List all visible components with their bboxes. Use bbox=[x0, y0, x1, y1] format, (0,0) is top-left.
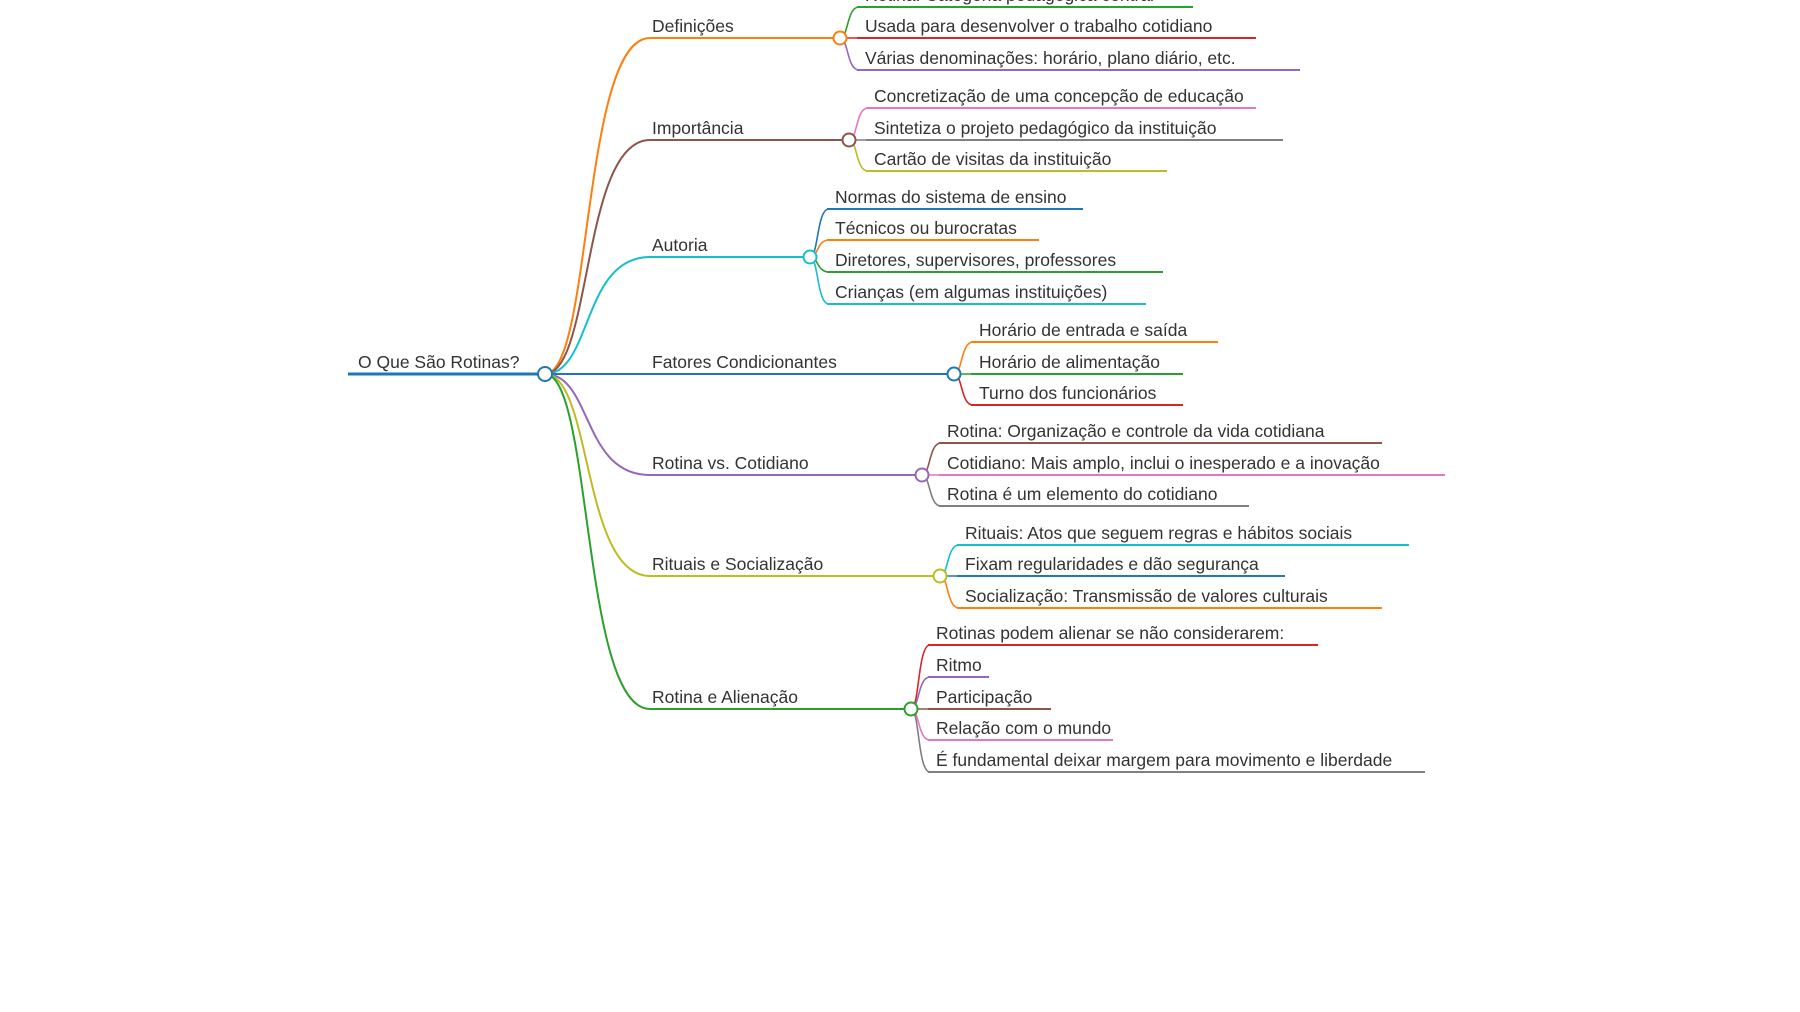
branch-label: Importância bbox=[652, 118, 744, 138]
leaf-label: Horário de entrada e saída bbox=[979, 320, 1187, 340]
branch-connector bbox=[544, 139, 651, 375]
branch-node[interactable]: Importância bbox=[650, 118, 849, 141]
leaf-node[interactable]: Rotina: Organização e controle da vida c… bbox=[939, 421, 1382, 444]
leaf-node[interactable]: Cotidiano: Mais amplo, inclui o inespera… bbox=[939, 453, 1445, 476]
leaf-label: Diretores, supervisores, professores bbox=[835, 250, 1116, 270]
branch-node[interactable]: Rituais e Socialização bbox=[650, 554, 940, 577]
leaf-node[interactable]: Turno dos funcionários bbox=[971, 383, 1183, 406]
branch-node[interactable]: Rotina e Alienação bbox=[650, 687, 911, 710]
leaf-node[interactable]: Horário de alimentação bbox=[971, 352, 1183, 375]
leaf-node[interactable]: Socialização: Transmissão de valores cul… bbox=[957, 586, 1382, 609]
branch-collapse-toggle[interactable] bbox=[903, 701, 919, 717]
branch-collapse-toggle[interactable] bbox=[841, 132, 857, 148]
branch-connector bbox=[544, 373, 651, 577]
leaf-node[interactable]: Várias denominações: horário, plano diár… bbox=[857, 48, 1300, 71]
branch-collapse-toggle[interactable] bbox=[802, 249, 818, 265]
leaf-label: Rotina: Organização e controle da vida c… bbox=[947, 421, 1325, 441]
branch-connector bbox=[544, 373, 651, 710]
leaf-node[interactable]: Concretização de uma concepção de educaç… bbox=[866, 86, 1256, 109]
leaf-label: Horário de alimentação bbox=[979, 352, 1160, 372]
leaf-node[interactable]: Relação com o mundo bbox=[928, 718, 1113, 741]
branch-label: Rotina vs. Cotidiano bbox=[652, 453, 809, 473]
leaf-label: Cotidiano: Mais amplo, inclui o inespera… bbox=[947, 453, 1380, 473]
leaf-label: É fundamental deixar margem para movimen… bbox=[936, 750, 1392, 770]
root-node[interactable]: O Que São Rotinas? bbox=[348, 352, 545, 376]
branch-connector bbox=[544, 373, 651, 476]
leaf-label: Crianças (em algumas instituições) bbox=[835, 282, 1107, 302]
leaf-node[interactable]: Rituais: Atos que seguem regras e hábito… bbox=[957, 523, 1409, 546]
leaf-label: Participação bbox=[936, 687, 1032, 707]
branch-label: Definições bbox=[652, 16, 734, 36]
leaf-label: Ritmo bbox=[936, 655, 982, 675]
leaf-label: Cartão de visitas da instituição bbox=[874, 149, 1111, 169]
leaf-label: Rituais: Atos que seguem regras e hábito… bbox=[965, 523, 1352, 543]
leaf-connector bbox=[910, 708, 931, 773]
leaf-node[interactable]: Ritmo bbox=[928, 655, 989, 678]
leaf-node[interactable]: Técnicos ou burocratas bbox=[827, 218, 1039, 241]
leaf-node[interactable]: Rotina: Categoria pedagógica central bbox=[857, 0, 1193, 8]
branch-label: Rotina e Alienação bbox=[652, 687, 798, 707]
leaf-node[interactable]: Usada para desenvolver o trabalho cotidi… bbox=[857, 16, 1256, 39]
leaf-node[interactable]: Normas do sistema de ensino bbox=[827, 187, 1083, 210]
branch-label: Autoria bbox=[652, 235, 708, 255]
leaf-connector bbox=[809, 256, 830, 305]
branch-connector bbox=[544, 256, 651, 375]
branch-label: Rituais e Socialização bbox=[652, 554, 823, 574]
branch-node[interactable]: Definições bbox=[650, 16, 840, 39]
branch-collapse-toggle[interactable] bbox=[932, 568, 948, 584]
leaf-label: Rotinas podem alienar se não considerare… bbox=[936, 623, 1284, 643]
branch-node[interactable]: Fatores Condicionantes bbox=[650, 352, 954, 375]
leaf-node[interactable]: Crianças (em algumas instituições) bbox=[827, 282, 1146, 305]
leaf-label: Normas do sistema de ensino bbox=[835, 187, 1067, 207]
leaf-label: Relação com o mundo bbox=[936, 718, 1111, 738]
root-label: O Que São Rotinas? bbox=[358, 352, 520, 372]
leaf-label: Sintetiza o projeto pedagógico da instit… bbox=[874, 118, 1216, 138]
root-collapse-toggle[interactable] bbox=[537, 366, 553, 382]
leaf-label: Rotina: Categoria pedagógica central bbox=[865, 0, 1154, 5]
branch-collapse-toggle[interactable] bbox=[832, 30, 848, 46]
leaf-label: Rotina é um elemento do cotidiano bbox=[947, 484, 1217, 504]
branch-node[interactable]: Rotina vs. Cotidiano bbox=[650, 453, 922, 476]
leaf-node[interactable]: Diretores, supervisores, professores bbox=[827, 250, 1163, 273]
leaf-node[interactable]: Rotinas podem alienar se não considerare… bbox=[928, 623, 1318, 646]
branch-label: Fatores Condicionantes bbox=[652, 352, 837, 372]
leaf-label: Turno dos funcionários bbox=[979, 383, 1157, 403]
leaf-label: Fixam regularidades e dão segurança bbox=[965, 554, 1259, 574]
leaf-node[interactable]: Participação bbox=[928, 687, 1051, 710]
leaf-node[interactable]: Horário de entrada e saída bbox=[971, 320, 1218, 343]
leaf-label: Socialização: Transmissão de valores cul… bbox=[965, 586, 1328, 606]
leaf-connector bbox=[809, 208, 830, 258]
leaf-label: Várias denominações: horário, plano diár… bbox=[865, 48, 1236, 68]
branch-connector bbox=[544, 37, 651, 375]
leaf-label: Técnicos ou burocratas bbox=[835, 218, 1017, 238]
leaf-node[interactable]: Rotina é um elemento do cotidiano bbox=[939, 484, 1249, 507]
nodes: O Que São Rotinas? Definições Rotina: Cate… bbox=[348, 0, 1445, 773]
leaf-node[interactable]: Cartão de visitas da instituição bbox=[866, 149, 1167, 172]
leaf-node[interactable]: É fundamental deixar margem para movimen… bbox=[928, 750, 1425, 773]
leaf-label: Usada para desenvolver o trabalho cotidi… bbox=[865, 16, 1212, 36]
leaf-label: Concretização de uma concepção de educaç… bbox=[874, 86, 1244, 106]
branch-node[interactable]: Autoria bbox=[650, 235, 810, 258]
branch-collapse-toggle[interactable] bbox=[946, 366, 962, 382]
leaf-node[interactable]: Fixam regularidades e dão segurança bbox=[957, 554, 1285, 577]
branch-collapse-toggle[interactable] bbox=[914, 467, 930, 483]
leaf-node[interactable]: Sintetiza o projeto pedagógico da instit… bbox=[866, 118, 1283, 141]
